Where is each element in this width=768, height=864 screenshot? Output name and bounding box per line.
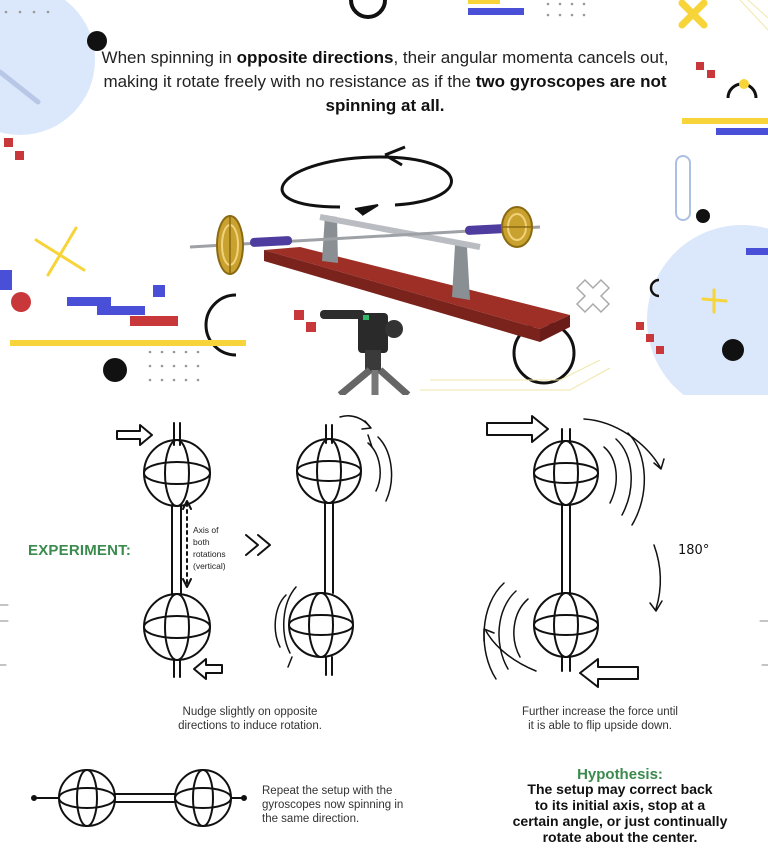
purple-grip-left — [250, 236, 293, 247]
black-dot-3 — [103, 358, 127, 382]
black-dot-2 — [696, 209, 710, 223]
decorations — [0, 0, 768, 395]
push-arrow-left-big-icon — [579, 658, 639, 688]
figure-vertical-pair — [116, 422, 223, 680]
yellow-x-top — [678, 0, 708, 29]
intro-part-2: , their angular momenta cancels out, mak… — [103, 48, 669, 91]
intro-text: When spinning in opposite directions, th… — [90, 46, 680, 118]
yellow-x-left — [34, 226, 86, 277]
intro-bold-1: opposite directions — [236, 48, 394, 67]
push-arrow-right-icon — [116, 424, 153, 446]
yellow-bar-left — [10, 340, 246, 346]
gyroscope-apparatus — [189, 145, 570, 395]
crossbar — [319, 214, 481, 250]
tube-shape — [675, 155, 691, 221]
gyroscope-right — [501, 206, 533, 248]
intro-bold-2: two gyroscopes are not spinning at all. — [325, 72, 667, 115]
double-chevron-icon — [245, 534, 271, 556]
axis-note: Axis of both rotations (vertical) — [193, 525, 226, 571]
arc-small — [649, 278, 660, 298]
outline-cross — [575, 278, 611, 314]
red-dot — [11, 292, 31, 312]
blue-blob-top-left — [0, 0, 95, 135]
figure-slight-rotation — [274, 415, 393, 676]
push-arrow-right-big-icon — [486, 415, 549, 443]
faint-lines — [420, 0, 768, 391]
experiment-label: EXPERIMENT: — [28, 542, 132, 559]
red-squares-top-right — [696, 62, 715, 78]
blue-edge — [0, 270, 12, 290]
intro-part-1: When spinning in — [101, 48, 237, 67]
hypothesis-body: The setup may correct back to its initia… — [512, 781, 728, 845]
caption-nudge: Nudge slightly on opposite directions to… — [178, 706, 322, 732]
red-squares-right — [636, 322, 664, 354]
experiment-panel: EXPERIMENT: Axis of both rotations (vert… — [0, 395, 768, 864]
blue-bar-top — [468, 8, 524, 15]
yellow-plus-right — [701, 288, 728, 314]
dot-grid-bottom — [148, 350, 200, 382]
intro-panel: When spinning in opposite directions, th… — [0, 0, 768, 395]
wooden-base — [264, 247, 570, 329]
caption-repeat: Repeat the setup with the gyroscopes now… — [262, 785, 404, 825]
red-squares-left — [4, 138, 24, 160]
gyroscope-left — [216, 215, 244, 275]
yellow-bar-top — [468, 0, 500, 4]
tripod — [320, 310, 411, 395]
purple-grip-right — [465, 224, 508, 235]
blue-step-1 — [67, 297, 111, 306]
diagonal-stroke — [0, 69, 41, 105]
blue-square — [153, 285, 165, 297]
dot-grid-top — [546, 2, 586, 17]
push-arrow-left-icon — [193, 658, 223, 680]
blue-bar-right-2 — [746, 248, 768, 255]
gyro-sphere-top — [143, 439, 211, 507]
figure-horizontal-pair — [31, 769, 247, 827]
red-squares-mid — [294, 310, 316, 332]
blue-step-2 — [97, 306, 145, 315]
black-dot-4 — [722, 339, 744, 361]
caption-force: Further increase the force until it is a… — [522, 706, 678, 732]
arc-left — [204, 293, 237, 357]
red-bar — [130, 316, 178, 326]
experiment-sketches — [0, 415, 768, 827]
yellow-bar-right — [682, 118, 768, 124]
rotation-arrow-icon — [280, 155, 453, 209]
figure-flip — [483, 415, 665, 688]
blue-bar-right — [716, 128, 768, 135]
dot-grid-top-left — [4, 10, 50, 14]
black-dot-1 — [87, 31, 107, 51]
degree-label: 180° — [678, 543, 710, 558]
hypothesis-title: Hypothesis: — [577, 766, 663, 783]
gyro-sphere-bottom — [143, 593, 211, 661]
yellow-dot — [739, 79, 749, 89]
ring-top — [349, 0, 387, 19]
